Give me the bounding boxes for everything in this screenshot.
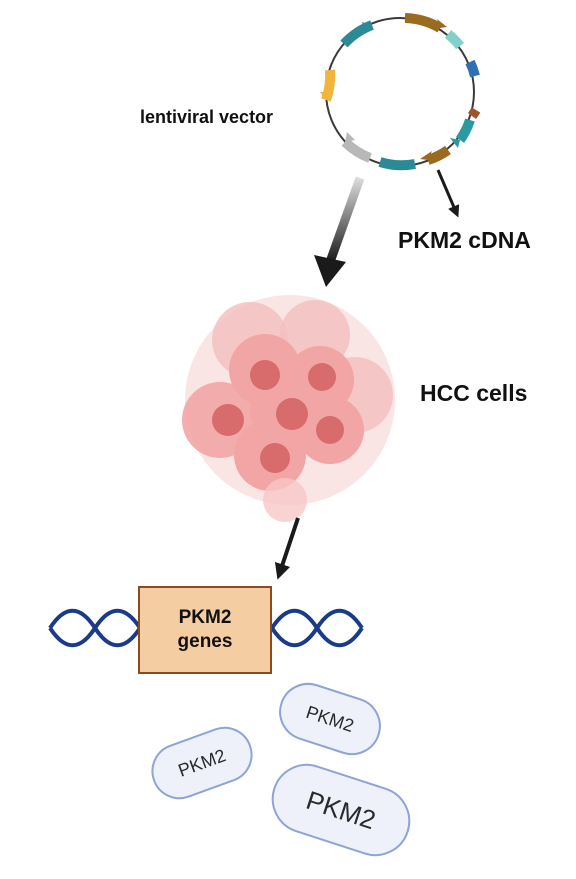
protein-label: PKM2 xyxy=(303,701,357,736)
pkm2-gene-box: PKM2 genes xyxy=(138,586,272,674)
dna-helix-icon xyxy=(48,608,364,648)
protein-label: PKM2 xyxy=(302,784,380,835)
hcc-cell-cluster-icon xyxy=(182,295,395,522)
gene-label-line2: genes xyxy=(177,631,233,652)
plasmid-icon xyxy=(320,13,481,171)
gene-label-line1: PKM2 xyxy=(178,607,232,628)
arrow-icon xyxy=(436,169,460,218)
arrow-icon xyxy=(274,517,300,580)
vector-label: lentiviral vector xyxy=(140,107,274,127)
arrow-icon xyxy=(314,176,365,287)
hcc-cells-label: HCC cells xyxy=(420,380,528,406)
protein-label: PKM2 xyxy=(175,744,229,781)
cdna-label: PKM2 cDNA xyxy=(398,227,531,253)
